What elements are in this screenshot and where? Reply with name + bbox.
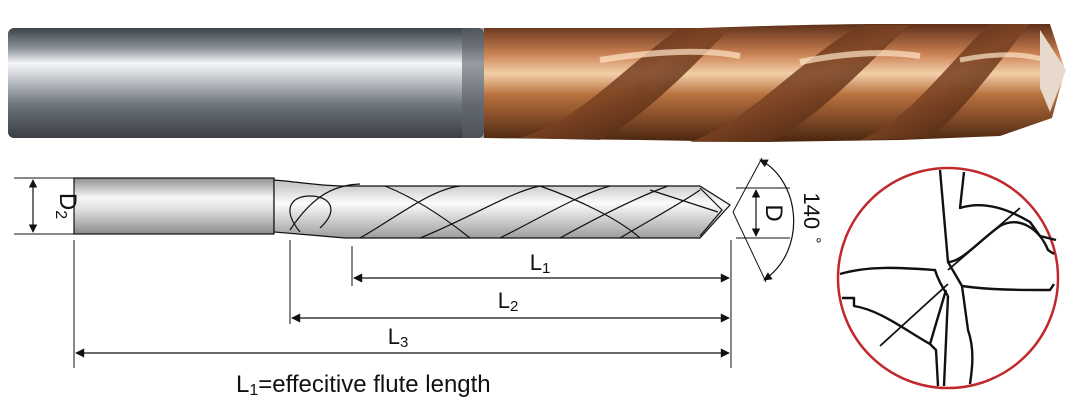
drill-photo [8,24,1066,142]
d2-label: D2 [52,193,81,219]
sketch-shank [73,177,275,235]
shank-chamfer [462,28,486,138]
cross-section-circle [836,166,1060,390]
drill-sketch [73,177,731,239]
drill-tip [1040,30,1066,112]
l3-label: L3 [388,324,409,351]
l2-label: L2 [498,288,519,315]
angle-label: 140° [799,192,824,243]
dimension-d: D [736,187,790,239]
sketch-body [273,179,731,239]
d-label: D [760,204,787,221]
dimension-d2: D2 [14,177,81,235]
flute-3 [860,24,1030,140]
dimension-lengths: L1 L2 L3 [73,240,732,368]
dimension-tip-angle: 140° [732,157,824,283]
l1-label: L1 [530,250,551,277]
flute-1 [520,28,730,140]
caption-flute-length: L1=effecitive flute length [236,371,491,399]
drill-shank [8,28,484,138]
cross-section [836,166,1060,390]
